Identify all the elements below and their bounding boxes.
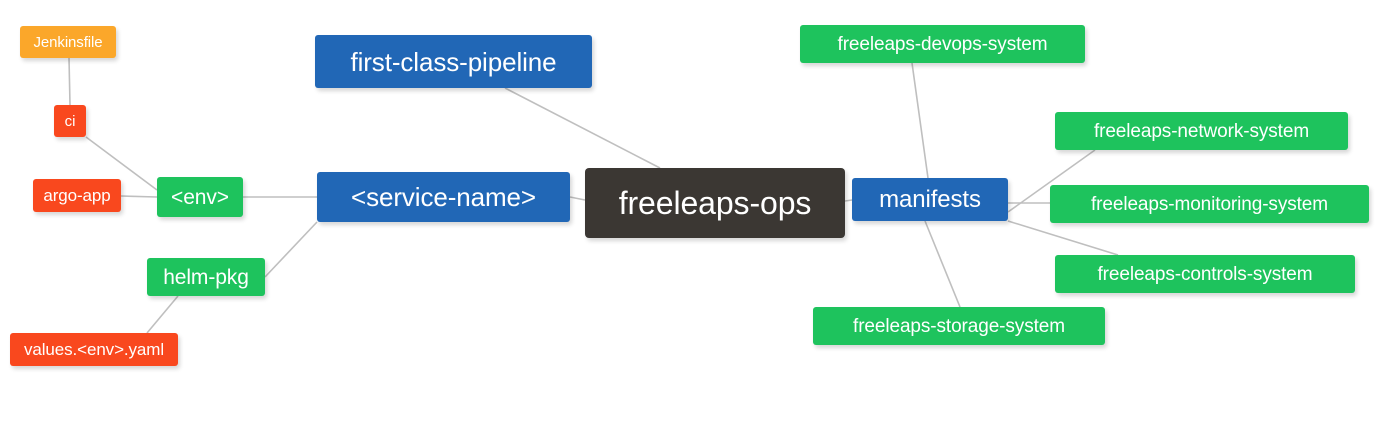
mindmap-node-pipeline[interactable]: first-class-pipeline [315,35,592,88]
edge-manifests-to-controls [1007,220,1119,256]
mindmap-node-env[interactable]: <env> [157,177,243,217]
mindmap-node-argo[interactable]: argo-app [33,179,121,212]
mindmap-node-devops[interactable]: freeleaps-devops-system [800,25,1085,63]
edge-manifests-to-storage [924,220,961,308]
mindmap-node-storage[interactable]: freeleaps-storage-system [813,307,1105,345]
edge-jenkins-to-ci [68,57,71,106]
edge-service-to-root [569,196,586,201]
mindmap-node-service[interactable]: <service-name> [317,172,570,222]
mindmap-node-controls[interactable]: freeleaps-controls-system [1055,255,1355,293]
mindmap-node-manifests[interactable]: manifests [852,178,1008,221]
mindmap-node-jenkins[interactable]: Jenkinsfile [20,26,116,58]
mindmap-node-network[interactable]: freeleaps-network-system [1055,112,1348,150]
edge-helm-to-values [146,295,179,334]
mindmap-node-root[interactable]: freeleaps-ops [585,168,845,238]
mindmap-node-ci[interactable]: ci [54,105,86,137]
edge-service-to-helm [264,221,318,278]
mindmap-node-helm[interactable]: helm-pkg [147,258,265,296]
mindmap-node-monitoring[interactable]: freeleaps-monitoring-system [1050,185,1369,223]
edge-pipeline-to-root [504,87,661,169]
mindmap-node-values[interactable]: values.<env>.yaml [10,333,178,366]
edge-argo-to-env [120,195,158,198]
edge-root-to-manifests [844,199,853,202]
edge-manifests-to-devops [911,62,929,179]
